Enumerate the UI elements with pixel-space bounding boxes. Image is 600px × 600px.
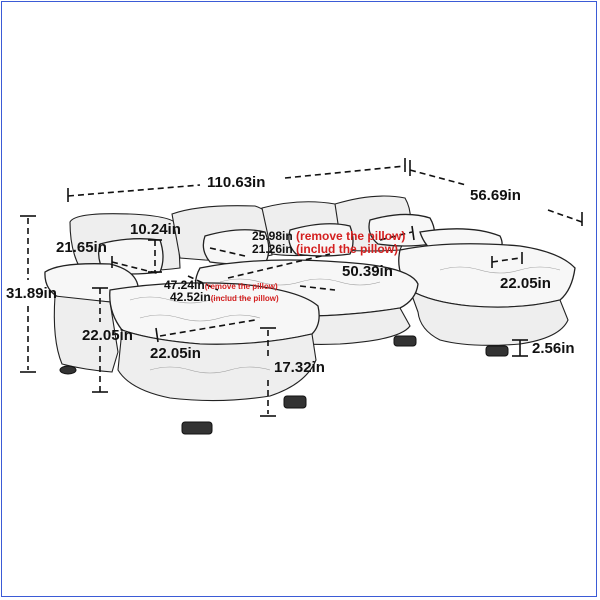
label-seat-depth-b: 21.26in (includ the pillow) [252,243,398,255]
value-seat-width-a: 47.24in [164,278,205,292]
foot-center [393,335,417,347]
dimension-lines [20,158,583,417]
foot-front-left [59,365,77,375]
label-chaise-width-right: 22.05in [500,275,551,292]
value-seat-depth-b: 21.26in [252,242,293,256]
label-pillow-height: 10.24in [130,221,181,238]
note-seat-depth-b: (includ the pillow) [296,242,399,256]
dim-line-back-seat [111,261,161,275]
label-seat-width-b: 42.52in(includ the pillow) [170,291,279,303]
left-arm-side [53,295,119,373]
foot-front-mid [181,421,213,435]
value-seat-width-b: 42.52in [170,290,211,304]
label-leg-height: 2.56in [532,340,575,357]
right-chaise-base [408,288,569,346]
dim-line-total-length [67,165,406,197]
label-seat-depth-a: 25.98in (remove the pillow) [252,230,405,242]
foot-front-right [283,395,307,409]
label-total-length: 110.63in [207,174,266,191]
label-chaise-width-left: 22.05in [150,345,201,362]
dim-line-chaise-width-right [491,257,521,263]
sofa-illustration [44,195,576,435]
label-depth: 56.69in [470,187,521,204]
label-back-seat-height: 21.65in [56,239,107,256]
dim-line-seat-width [187,275,336,291]
left-chaise-base [117,329,317,402]
value-seat-depth-a: 25.98in [252,229,293,243]
foot-chaise-right [485,345,509,357]
label-arm-height: 22.05in [82,327,133,344]
note-seat-width-a: (remove the pillow) [204,282,278,291]
note-seat-depth-a: (remove the pillow) [296,229,406,243]
label-center-width: 50.39in [342,263,393,280]
dim-line-chaise-width-left [159,319,256,337]
note-seat-width-b: (includ the pillow) [210,294,279,303]
dim-line-center-width [227,231,413,279]
label-overall-height: 31.89in [6,285,57,302]
dim-line-depth [409,169,583,223]
label-seat-height: 17.32in [274,359,325,376]
pillow-3 [288,223,354,257]
label-seat-width-a: 47.24in(remove the pillow) [164,279,278,291]
dim-line-seat-depth [209,247,246,257]
